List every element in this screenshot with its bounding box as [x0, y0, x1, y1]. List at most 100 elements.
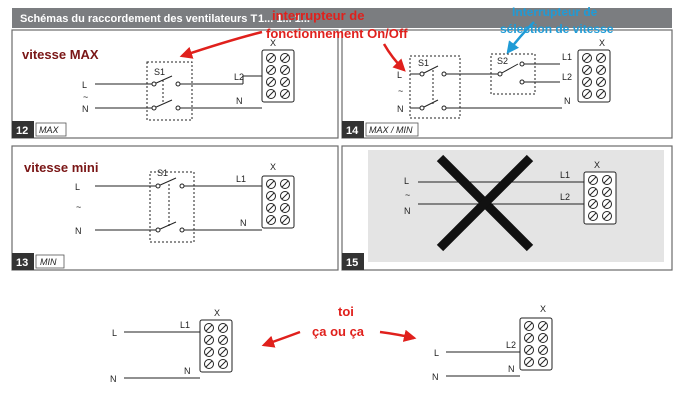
onoff-arrow-left [179, 30, 263, 59]
panel-14-terminal-x: X [599, 38, 605, 48]
panel-14-badge: 14 MAX / MIN [342, 121, 419, 138]
bottom-right-line-l: L [434, 348, 439, 358]
panel-13-line-n: N [75, 226, 82, 236]
terminal-body [261, 49, 295, 103]
terminal-screw-slot [583, 78, 591, 86]
panel-14-terminal-block [577, 49, 611, 103]
panel-13-terminal-n: N [240, 218, 247, 228]
bottom-right-terminal-l2: L2 [506, 340, 516, 350]
terminal-screw-slot [539, 322, 547, 330]
header-title: Schémas du raccordement des ventilateurs… [20, 13, 257, 25]
terminal-screw-slot [281, 180, 289, 188]
terminal-screw-slot [583, 66, 591, 74]
panel-12-switch-label: S1 [154, 67, 165, 77]
terminal-screw-slot [589, 212, 597, 220]
panel-13-badge: 13 MIN [12, 253, 65, 270]
terminal-screw-slot [603, 200, 611, 208]
terminal-screw-slot [603, 188, 611, 196]
terminal-screw-slot [281, 192, 289, 200]
panel-14-line-n: N [397, 104, 404, 114]
terminal-body [199, 319, 233, 373]
panel-14-terminal-l2: L2 [562, 72, 572, 82]
terminal-screw-slot [267, 216, 275, 224]
terminal-screw-slot [539, 346, 547, 354]
switch-s1-box [146, 61, 193, 121]
svg-text:13: 13 [16, 257, 28, 269]
terminal-screw-slot [525, 322, 533, 330]
panel-13-circuit [95, 171, 262, 243]
terminal-body [261, 175, 295, 229]
panel-13-terminal-l1: L1 [236, 174, 246, 184]
bottom-left-terminal-block [199, 319, 233, 373]
panel-14-terminal-l1: L1 [562, 52, 572, 62]
terminal-screw-slot [589, 188, 597, 196]
terminal-screw-slot [525, 358, 533, 366]
terminal-screw-slot [589, 176, 597, 184]
terminal-screw-slot [267, 90, 275, 98]
panel-12-badge: 12 MAX [12, 121, 67, 138]
panel-13-switch-label: S1 [157, 168, 168, 178]
terminal-screw-slot [205, 336, 213, 344]
terminal-screw-slot [219, 336, 227, 344]
terminal-screw-slot [267, 192, 275, 200]
panel-14 [341, 29, 673, 139]
svg-text:14: 14 [346, 125, 359, 137]
terminal-body [583, 171, 617, 225]
terminal-screw-slot [539, 358, 547, 366]
choice-annotation-line1: toi [338, 304, 354, 319]
panel-13-terminal-x: X [270, 162, 276, 172]
onoff-annotation-line1: interrupteur de [272, 8, 364, 23]
terminal-screw-slot [281, 204, 289, 212]
terminal-screw-slot [281, 216, 289, 224]
panel-12-tilde: ~ [83, 92, 88, 102]
terminal-screw-slot [539, 334, 547, 342]
terminal-screw-slot [267, 78, 275, 86]
panel-12-terminal-n: N [236, 96, 243, 106]
onoff-annotation-line2: fonctionnement On/Off [266, 26, 408, 41]
terminal-screw-slot [603, 176, 611, 184]
switch-s1-box-13 [149, 171, 195, 243]
bottom-left-terminal-l1: L1 [180, 320, 190, 330]
terminal-screw-slot [583, 90, 591, 98]
switch-s1-box-14 [409, 55, 461, 119]
speed-annotation-line1: Interrupteur de [512, 5, 598, 19]
panel-12-circuit [95, 61, 262, 121]
choice-arrow-right [379, 329, 417, 342]
panel-12-terminal-l2: L2 [234, 72, 244, 82]
terminal-screw-slot [281, 54, 289, 62]
panel-13-tag: MIN [40, 257, 57, 267]
panel-15-terminal-l1: L1 [560, 170, 570, 180]
bottom-left-terminal-x: X [214, 308, 220, 318]
bottom-right-terminal-x: X [540, 304, 546, 314]
speed-arrow [506, 21, 535, 54]
terminal-screw-slot [597, 78, 605, 86]
header-title-tail: 1... 1... 1... [258, 13, 310, 25]
panel-12-line-l: L [82, 80, 87, 90]
panel-12-terminal-x: X [270, 38, 276, 48]
terminal-screw-slot [267, 54, 275, 62]
panel-12-line-n: N [82, 104, 89, 114]
svg-text:15: 15 [346, 257, 358, 269]
choice-arrow-left [261, 330, 301, 348]
panel-15-terminal-block [583, 171, 617, 225]
terminal-screw-slot [589, 200, 597, 208]
terminal-screw-slot [525, 346, 533, 354]
panel-15-badge: 15 [342, 253, 364, 270]
terminal-screw-slot [603, 212, 611, 220]
bottom-left-circuit [124, 331, 200, 379]
terminal-screw-slot [597, 90, 605, 98]
terminal-screw-slot [267, 66, 275, 74]
terminal-screw-slot [219, 360, 227, 368]
bottom-right-terminal-n: N [508, 364, 515, 374]
terminal-screw-slot [281, 90, 289, 98]
panel-14-tag: MAX / MIN [369, 125, 413, 135]
panel-15-cross-mark [436, 154, 534, 252]
svg-text:12: 12 [16, 125, 28, 137]
speed-annotation-line2: sélection de vitesse [500, 22, 614, 36]
terminal-body [577, 49, 611, 103]
panel-15-line-n: N [404, 206, 411, 216]
panel-15-terminal-x: X [594, 160, 600, 170]
bottom-left-line-l: L [112, 328, 117, 338]
terminal-screw-slot [583, 54, 591, 62]
